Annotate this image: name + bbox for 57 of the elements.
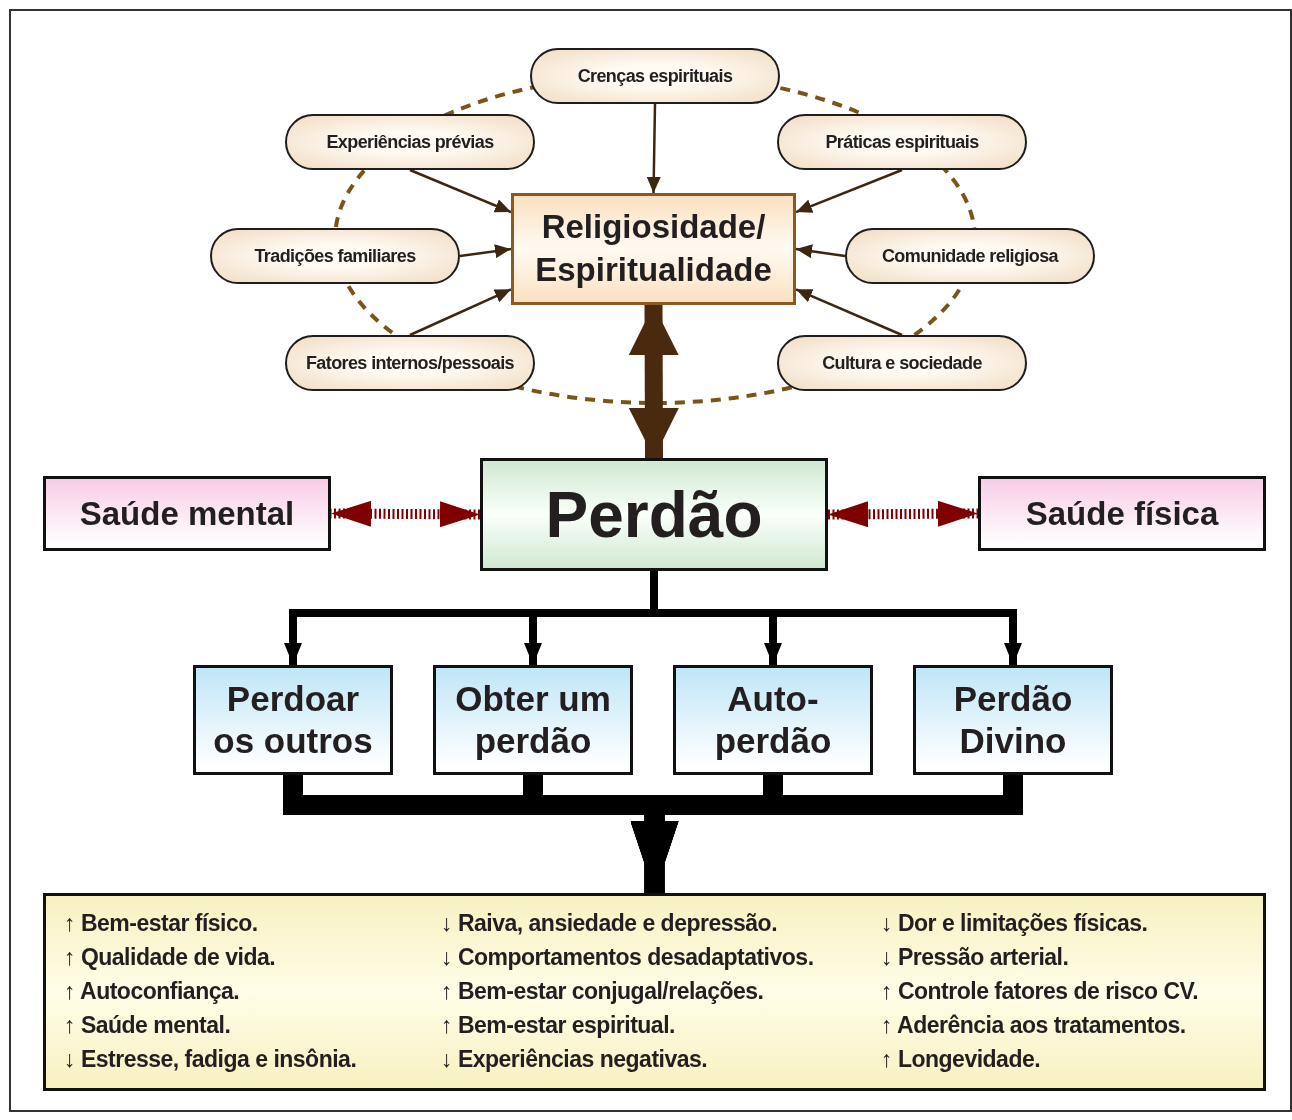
node-label: Religiosidade/ Espiritualidade: [534, 207, 773, 290]
arrow: [409, 288, 512, 337]
node-label: Saúde mental: [79, 494, 295, 533]
effect-text: ↑ Bem-estar físico.: [64, 910, 258, 937]
effects-box: [43, 893, 1266, 1091]
effect-text: ↓ Pressão arterial.: [881, 944, 1069, 971]
node-label: Perdão Divino: [952, 678, 1074, 762]
node-label: Tradições familiares: [254, 245, 416, 267]
effect-text: ↓ Raiva, ansiedade e depressão.: [441, 910, 778, 937]
type-box: [913, 665, 1113, 775]
arrow: [795, 168, 903, 214]
factor-pill: [210, 228, 460, 284]
effect-text: ↓ Comportamentos desadaptativos.: [441, 944, 814, 971]
effect-text: ↑ Longevidade.: [881, 1046, 1041, 1073]
node-label: Perdoar os outros: [212, 678, 374, 762]
arrow: [628, 304, 679, 459]
node-label: Comunidade religiosa: [881, 245, 1058, 267]
effect-text: ↓ Experiências negativas.: [441, 1046, 708, 1073]
node-label: Cultura e sociedade: [822, 352, 982, 374]
factor-pill: [285, 335, 535, 391]
outcome-box: [43, 476, 331, 551]
central-box: [480, 458, 828, 571]
node-label: Crenças espirituais: [577, 65, 733, 87]
type-box: [433, 665, 633, 775]
effect-text: ↓ Estresse, fadiga e insônia.: [64, 1046, 357, 1073]
node-label: Práticas espirituais: [825, 131, 979, 153]
factor-pill: [777, 114, 1027, 170]
effect-text: ↑ Qualidade de vida.: [64, 944, 276, 971]
arrow: [330, 500, 481, 528]
arrow: [630, 775, 1023, 893]
factor-pill: [777, 335, 1027, 391]
node-label: Experiências prévias: [326, 131, 494, 153]
effect-text: ↑ Aderência aos tratamentos.: [881, 1012, 1186, 1039]
factor-pill: [845, 228, 1095, 284]
node-label: Saúde física: [1025, 494, 1219, 533]
arrow: [459, 244, 512, 259]
arrow: [795, 288, 903, 337]
concept-box: [511, 193, 796, 305]
effect-text: ↑ Bem-estar espiritual.: [441, 1012, 675, 1039]
type-box: [193, 665, 393, 775]
arrow: [646, 103, 661, 194]
node-label: Obter um perdão: [454, 678, 612, 762]
arrow: [827, 500, 979, 528]
effect-text: ↑ Controle fatores de risco CV.: [881, 978, 1199, 1005]
arrow: [795, 244, 846, 259]
effect-text: ↓ Dor e limitações físicas.: [881, 910, 1148, 937]
factor-pill: [530, 48, 780, 104]
arrow: [409, 168, 512, 214]
node-label: Auto- perdão: [713, 678, 833, 762]
outcome-box: [978, 476, 1266, 551]
effect-text: ↑ Bem-estar conjugal/relações.: [441, 978, 764, 1005]
effect-text: ↑ Saúde mental.: [64, 1012, 231, 1039]
type-box: [673, 665, 873, 775]
effect-text: ↑ Autoconfiança.: [64, 978, 240, 1005]
factor-pill: [285, 114, 535, 170]
node-label: Perdão: [545, 477, 763, 552]
node-label: Fatores internos/pessoais: [305, 352, 515, 374]
